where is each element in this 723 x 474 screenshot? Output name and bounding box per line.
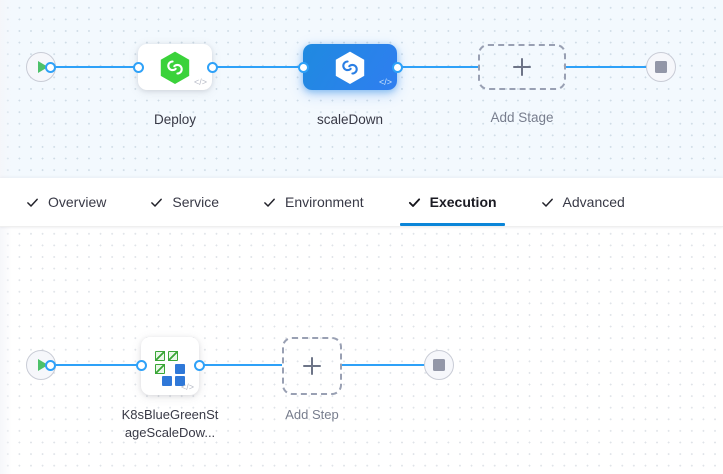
plus-icon (513, 58, 531, 76)
tab-label: Overview (48, 194, 107, 210)
connector-dot-step-in (136, 359, 147, 371)
check-icon (408, 197, 420, 207)
tab-label: Execution (429, 194, 497, 210)
connector-dot-deploy-in (133, 61, 144, 73)
connector-start-to-step (48, 364, 144, 366)
stage-node-deploy[interactable]: </> (138, 44, 212, 90)
plus-icon (303, 357, 321, 375)
stop-icon (433, 359, 445, 371)
tab-execution[interactable]: Execution (386, 178, 519, 226)
stage-label-deploy: Deploy (153, 112, 197, 127)
tab-label: Advanced (562, 194, 625, 210)
step-label-k8s-bluegreen-scaledown: K8sBlueGreenSt ageScaleDow... (121, 407, 219, 440)
connector-dot-scaledown-in (298, 61, 309, 73)
stage-node-scaledown[interactable]: </> (303, 44, 397, 90)
connector-step-to-addstep (196, 364, 282, 366)
execution-step-canvas[interactable]: </> K8sBlueGreenSt ageScaleDow... Add St… (0, 226, 723, 474)
connector-dot-deploy-out (207, 61, 218, 73)
add-step-button[interactable] (282, 337, 342, 395)
check-icon (264, 198, 275, 207)
kubernetes-blue-green-icon (155, 351, 185, 386)
stage-config-tabs[interactable]: Overview Service Environment Execution A… (0, 178, 723, 227)
tab-service[interactable]: Service (128, 178, 241, 226)
play-icon (37, 359, 48, 371)
connector-addstage-to-end (566, 66, 654, 68)
step-node-k8s-bluegreen-scaledown[interactable]: </> (141, 337, 199, 395)
execution-end-node[interactable] (424, 350, 454, 380)
pipeline-stage-canvas[interactable]: </> Deploy </> scaleDown Add Stage (0, 0, 723, 178)
tab-overview[interactable]: Overview (0, 178, 128, 226)
harness-deploy-hexagon-icon (335, 51, 365, 84)
connector-start-to-deploy (48, 66, 144, 68)
check-icon (541, 198, 553, 207)
tab-label: Service (172, 194, 220, 210)
check-icon (151, 198, 163, 207)
play-icon (37, 61, 48, 73)
add-stage-label: Add Stage (490, 110, 554, 125)
tab-label: Environment (285, 194, 364, 210)
pipeline-end-node[interactable] (646, 52, 676, 82)
tab-advanced[interactable]: Advanced (519, 178, 647, 226)
connector-dot-scaledown-out (392, 61, 403, 73)
connector-dot-start-out (45, 61, 56, 73)
check-icon (27, 198, 38, 207)
canvas-left-edge-fade (0, 226, 12, 474)
add-stage-button[interactable] (478, 44, 566, 90)
add-step-label: Add Step (285, 407, 339, 422)
harness-deploy-hexagon-icon (160, 51, 190, 84)
connector-scaledown-to-addstage (390, 66, 478, 68)
code-badge-icon: </> (180, 382, 194, 392)
connector-deploy-to-scaledown (210, 66, 308, 68)
connector-addstep-to-end (342, 364, 432, 366)
code-badge-icon: </> (193, 77, 207, 87)
active-tab-underline (399, 223, 505, 226)
stage-label-scaledown: scaleDown (316, 112, 384, 127)
connector-dot-exec-start-out (45, 359, 56, 371)
code-badge-icon: </> (378, 77, 392, 87)
stop-icon (655, 61, 667, 73)
connector-dot-step-out (194, 359, 205, 371)
tab-environment[interactable]: Environment (241, 178, 386, 226)
canvas-left-edge-fade (0, 0, 12, 178)
